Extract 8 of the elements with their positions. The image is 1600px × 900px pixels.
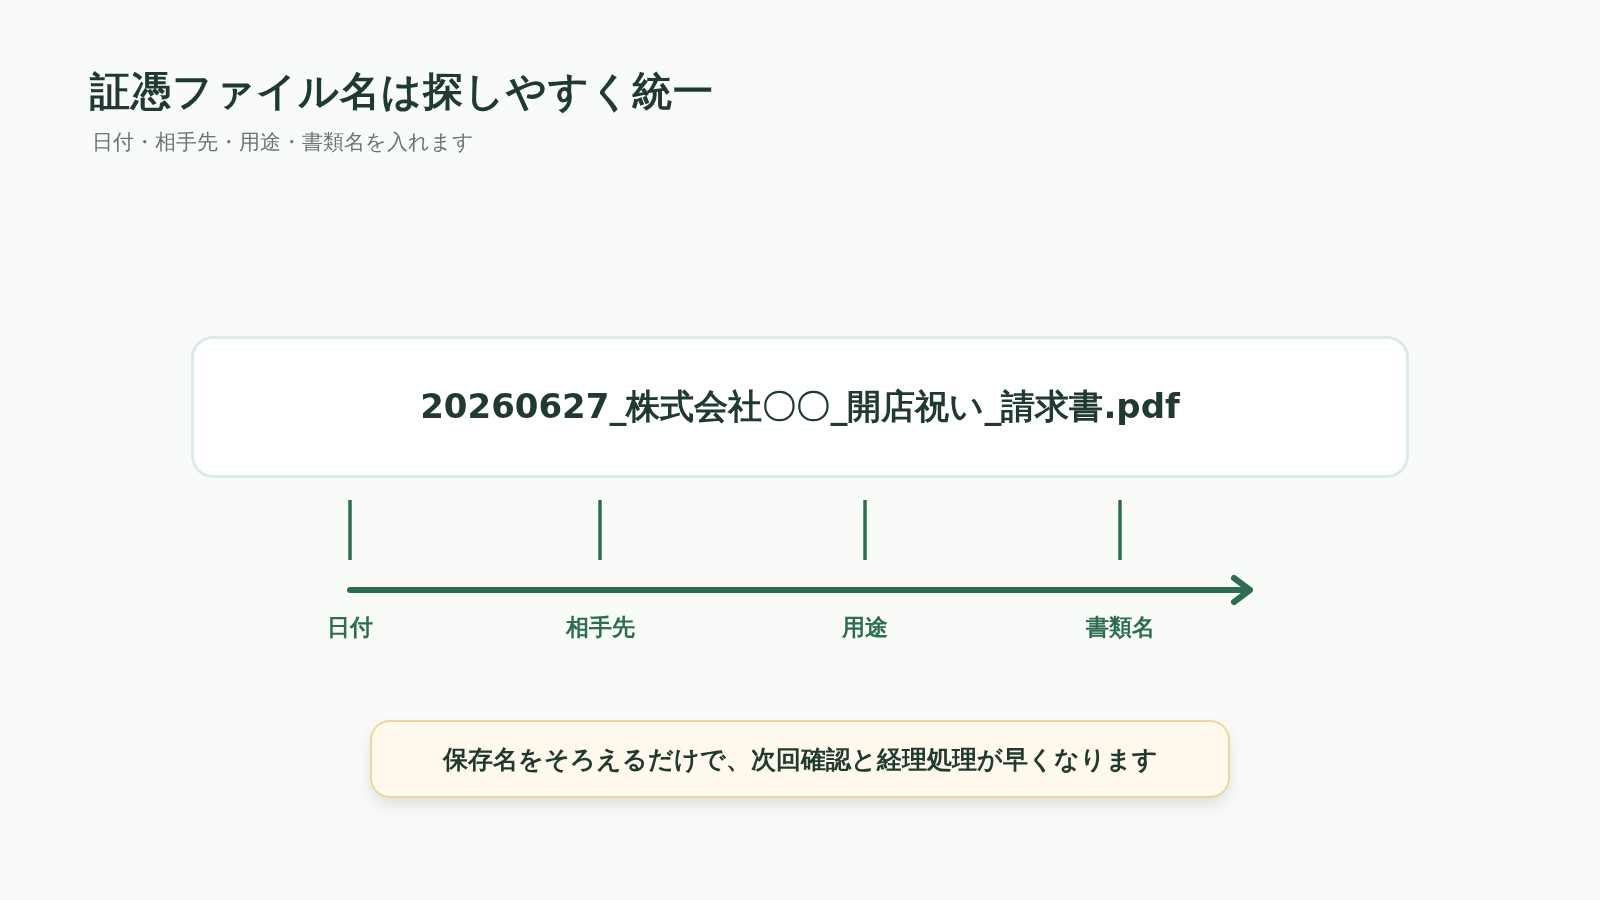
segment-label: 相手先	[565, 613, 635, 642]
subtitle: 日付・相手先・用途・書類名を入れます	[92, 129, 474, 156]
note-box: 保存名をそろえるだけで、次回確認と経理処理が早くなります	[370, 720, 1230, 798]
filename-box: 20260627_株式会社〇〇_開店祝い_請求書.pdf	[191, 336, 1409, 478]
slide-title: 証憑ファイル名は探しやすく統一	[90, 67, 714, 116]
segment-label: 書類名	[1085, 613, 1155, 642]
segment-label: 日付	[327, 613, 373, 642]
segment-label: 用途	[842, 613, 888, 642]
